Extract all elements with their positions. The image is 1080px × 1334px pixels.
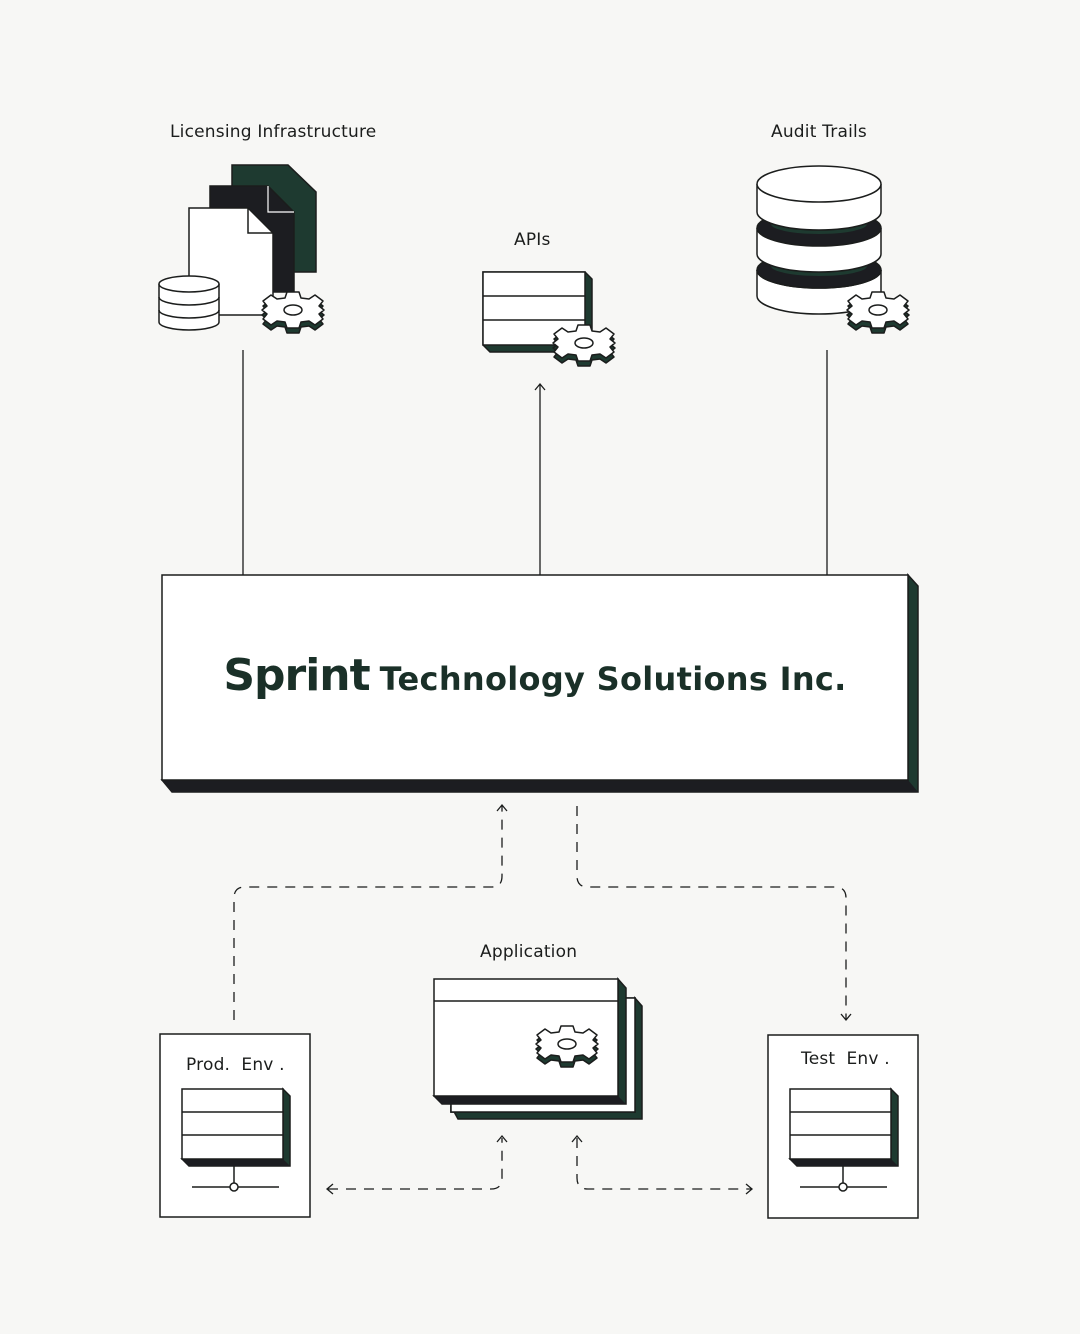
sprint-logo: Sprint [223, 650, 370, 701]
apis-icon [482, 271, 616, 367]
arrowhead-up-icon [496, 1134, 508, 1143]
prod-env-label: Prod. Env . [186, 1055, 285, 1075]
arrowhead-up-icon [496, 803, 508, 812]
arrowhead-right-icon [745, 1183, 754, 1195]
audit-trails-label: Audit Trails [771, 122, 867, 142]
licensing-infrastructure-icon [158, 164, 325, 334]
test-env-label: Test Env . [801, 1049, 890, 1069]
gear-icon [261, 291, 325, 334]
test-env-card [767, 1034, 919, 1219]
prod-env-card [159, 1033, 311, 1218]
application-to-test-connector [576, 1138, 752, 1190]
company-to-test-connector [576, 806, 847, 1020]
small-database-icon [158, 275, 220, 331]
bottom-arrowheads [325, 803, 852, 1195]
arrowhead-up-icon [534, 382, 546, 391]
arrowhead-up-icon [571, 1134, 583, 1143]
prod-to-company-connector [233, 806, 503, 1020]
company-box [160, 573, 919, 793]
gear-icon [846, 291, 910, 334]
licensing-infrastructure-label: Licensing Infrastructure [170, 122, 377, 142]
audit-trails-icon [756, 165, 910, 334]
apis-label: APIs [514, 230, 551, 250]
gear-icon [552, 324, 616, 367]
arrowhead-down-icon [840, 1013, 852, 1022]
application-to-prod-connector [328, 1138, 503, 1190]
application-icon [432, 977, 643, 1120]
application-label: Application [480, 942, 578, 962]
top-connectors [237, 350, 833, 608]
gear-icon [535, 1025, 599, 1068]
bottom-connectors [233, 806, 847, 1190]
arrowhead-left-icon [325, 1183, 334, 1195]
company-name-text: Technology Solutions Inc. [379, 660, 847, 698]
